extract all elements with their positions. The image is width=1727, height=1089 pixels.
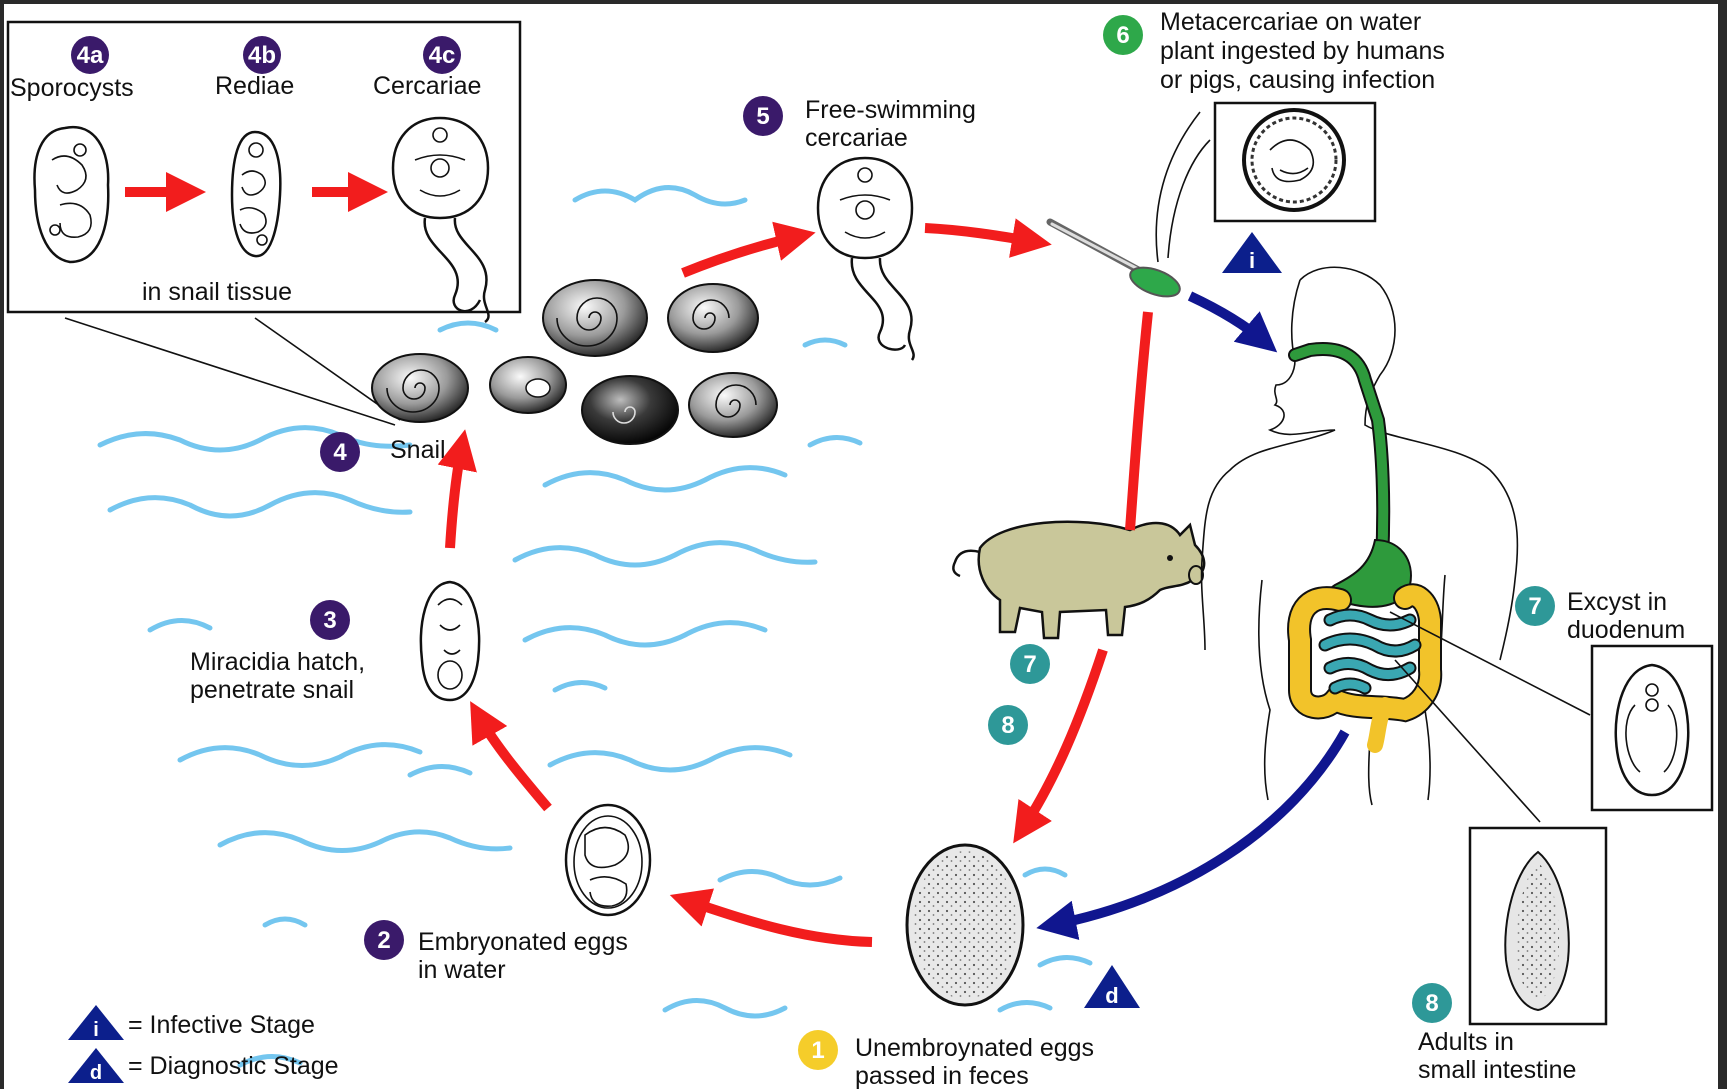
step-7-pig: 7	[1010, 644, 1050, 684]
svg-text:8: 8	[1001, 712, 1014, 739]
label-unembryonated-2: passed in feces	[855, 1062, 1029, 1089]
snail-shell-1	[543, 280, 647, 356]
badge-4a: 4a	[71, 36, 109, 74]
svg-text:4: 4	[333, 439, 347, 466]
label-excyst-2: duodenum	[1567, 616, 1685, 644]
label-in-snail-tissue: in snail tissue	[142, 278, 292, 306]
label-free-swimming-2: cercariae	[805, 124, 908, 152]
frame-top	[0, 0, 1727, 4]
label-rediae: Rediae	[215, 72, 294, 100]
label-metacercariae-2: plant ingested by humans	[1160, 37, 1445, 65]
badge-4c: 4c	[423, 36, 461, 74]
embryonated-egg-drawing	[566, 805, 650, 915]
label-snail: Snail	[390, 436, 446, 464]
label-miracidia-2: penetrate snail	[190, 676, 354, 704]
svg-text:2: 2	[377, 927, 390, 954]
label-unembryonated-1: Unembroynated eggs	[855, 1034, 1094, 1062]
label-excyst-1: Excyst in	[1567, 588, 1667, 616]
excyst-box	[1592, 646, 1712, 810]
label-metacercariae-1: Metacercariae on water	[1160, 8, 1421, 36]
svg-text:i: i	[93, 1019, 99, 1041]
snail-shell-2	[668, 284, 758, 352]
badge-4b: 4b	[243, 36, 281, 74]
label-embryonated-2: in water	[418, 956, 506, 984]
svg-text:7: 7	[1528, 593, 1541, 620]
label-metacercariae-3: or pigs, causing infection	[1160, 66, 1435, 94]
svg-text:5: 5	[756, 103, 769, 130]
snail-shell-6	[689, 373, 777, 437]
svg-text:4c: 4c	[429, 42, 456, 69]
frame-left	[0, 0, 4, 1089]
label-cercariae-box: Cercariae	[373, 72, 481, 100]
svg-text:i: i	[1249, 248, 1255, 273]
legend-diagnostic-label: = Diagnostic Stage	[128, 1052, 339, 1080]
metacercaria-box	[1215, 103, 1375, 221]
snail-shell-3	[372, 354, 468, 422]
frame-right	[1718, 0, 1727, 1089]
label-miracidia-1: Miracidia hatch,	[190, 648, 365, 676]
snail-shell-4	[490, 357, 566, 413]
svg-text:1: 1	[811, 1037, 824, 1064]
svg-text:7: 7	[1023, 651, 1036, 678]
legend-infective-label: = Infective Stage	[128, 1011, 315, 1039]
svg-text:8: 8	[1425, 990, 1438, 1017]
label-sporocysts: Sporocysts	[10, 74, 134, 102]
svg-text:d: d	[90, 1062, 102, 1084]
label-embryonated-1: Embryonated eggs	[418, 928, 628, 956]
svg-text:4b: 4b	[248, 42, 276, 69]
svg-text:3: 3	[323, 607, 336, 634]
label-adults-1: Adults in	[1418, 1028, 1514, 1056]
unembryonated-egg-drawing	[907, 845, 1023, 1005]
step-8-pig: 8	[988, 705, 1028, 745]
label-adults-2: small intestine	[1418, 1056, 1576, 1084]
svg-text:6: 6	[1116, 22, 1129, 49]
snail-shell-5	[582, 376, 678, 444]
label-free-swimming-1: Free-swimming	[805, 96, 976, 124]
adult-fluke-box	[1470, 828, 1606, 1024]
svg-text:4a: 4a	[77, 42, 104, 69]
svg-text:d: d	[1105, 983, 1118, 1008]
